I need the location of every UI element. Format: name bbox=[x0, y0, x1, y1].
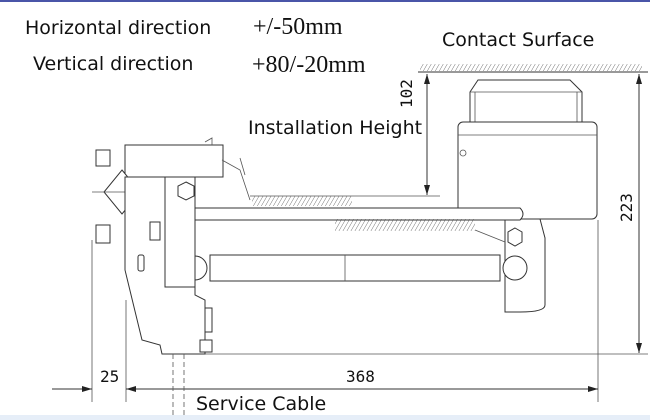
service-cable-label: Service Cable bbox=[196, 393, 326, 415]
bolt-bottom bbox=[95, 224, 111, 244]
dim-102: 102 bbox=[397, 79, 416, 108]
mounting-bracket bbox=[92, 137, 251, 355]
spec-vertical-label: Vertical direction bbox=[33, 53, 193, 75]
spec-vertical-value: +80/-20mm bbox=[252, 52, 366, 78]
bolt-top bbox=[95, 149, 111, 167]
installation-height-label: Installation Height bbox=[248, 117, 422, 139]
contact-surface-label: Contact Surface bbox=[442, 29, 594, 51]
arm-assembly bbox=[182, 196, 528, 282]
bottom-border bbox=[0, 415, 650, 420]
damper-cylinder bbox=[209, 254, 501, 282]
dim-368: 368 bbox=[346, 367, 375, 386]
pivot-right bbox=[502, 255, 528, 281]
hex-nut bbox=[507, 227, 523, 247]
lower-spring bbox=[335, 219, 475, 231]
spec-horizontal-value: +/-50mm bbox=[253, 14, 343, 40]
dim-25: 25 bbox=[100, 367, 119, 386]
contact-surface-hatch bbox=[420, 64, 642, 71]
spec-horizontal-label: Horizontal direction bbox=[25, 17, 211, 39]
dim-223: 223 bbox=[617, 193, 636, 222]
top-border bbox=[0, 0, 650, 2]
collector-head bbox=[457, 79, 598, 313]
upper-spring bbox=[252, 196, 352, 206]
